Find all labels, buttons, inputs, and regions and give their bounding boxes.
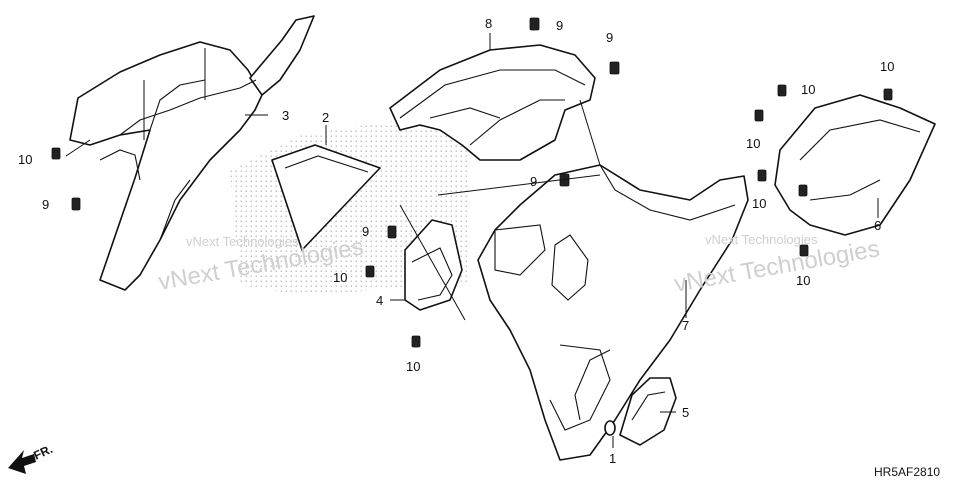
- callout-1: 1: [609, 451, 616, 466]
- bolt-10-r5[interactable]: [798, 184, 808, 197]
- callout-7: 7: [682, 318, 689, 333]
- bolt-10-r4[interactable]: [757, 169, 767, 182]
- bolt-10-r1[interactable]: [777, 84, 787, 97]
- watermark-small: vNext Technologies: [705, 232, 818, 247]
- callouts: 1 2 3 4 5 6 7 8 9 9 9 9 9 10 10 10 10 10…: [18, 16, 894, 466]
- callout-6: 6: [874, 218, 881, 233]
- bolts: [51, 17, 893, 348]
- callout-10: 10: [746, 136, 760, 151]
- part-3-left-side-cover[interactable]: [69, 15, 315, 291]
- bolt-10-r6[interactable]: [799, 244, 809, 257]
- part-7-right-side-cover[interactable]: [477, 164, 749, 461]
- front-arrow-icon: [8, 450, 36, 474]
- callout-9: 9: [42, 197, 49, 212]
- callout-9: 9: [556, 18, 563, 33]
- watermark-small: vNext Technologies: [186, 234, 299, 249]
- callout-9: 9: [606, 30, 613, 45]
- bolt-10-bottom[interactable]: [411, 335, 421, 348]
- bolt-9-left[interactable]: [71, 197, 81, 211]
- part-1-grommet[interactable]: [604, 420, 616, 436]
- part-8-upper-cover[interactable]: [389, 44, 596, 161]
- callout-8: 8: [485, 16, 492, 31]
- bolt-9-bracket[interactable]: [387, 225, 397, 239]
- callout-10: 10: [752, 196, 766, 211]
- front-label: FR.: [31, 442, 54, 463]
- bolt-10-left[interactable]: [51, 147, 61, 160]
- callout-4: 4: [376, 293, 383, 308]
- front-direction-indicator: FR.: [8, 442, 55, 474]
- callout-10: 10: [333, 270, 347, 285]
- part-6-right-panel[interactable]: [774, 94, 936, 236]
- callout-10: 10: [18, 152, 32, 167]
- bolt-9-upper-right[interactable]: [609, 61, 620, 75]
- bolt-10-bracket[interactable]: [365, 265, 375, 278]
- callout-9: 9: [362, 224, 369, 239]
- callout-10: 10: [796, 273, 810, 288]
- callout-2: 2: [322, 110, 329, 125]
- callout-10: 10: [801, 82, 815, 97]
- part-2-inner-panel[interactable]: [271, 144, 381, 251]
- bolt-9-top[interactable]: [529, 17, 540, 31]
- leader-lines: [65, 33, 879, 448]
- diagram-code: HR5AF2810: [874, 465, 940, 479]
- bolt-10-r3[interactable]: [754, 109, 764, 122]
- callout-9: 9: [530, 174, 537, 189]
- callout-10: 10: [406, 359, 420, 374]
- part-5-small-cover[interactable]: [619, 377, 677, 446]
- callout-3: 3: [282, 108, 289, 123]
- callout-5: 5: [682, 405, 689, 420]
- callout-10: 10: [880, 59, 894, 74]
- bolt-10-r2[interactable]: [883, 88, 893, 101]
